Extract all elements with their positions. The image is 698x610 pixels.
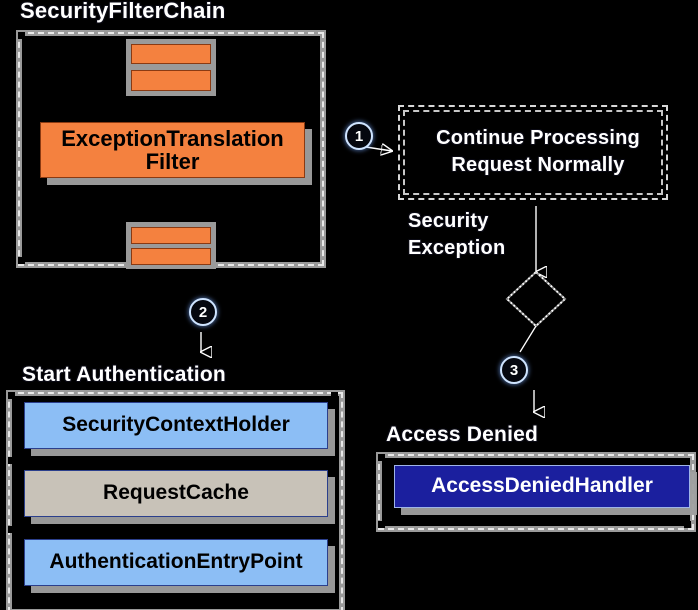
selection-handle-sa-bb[interactable]: [331, 596, 338, 603]
filter-stub-bottom-2[interactable]: [131, 248, 211, 265]
edge-label-security-exception: Security Exception: [408, 210, 506, 259]
node-security-context-holder[interactable]: SecurityContextHolder: [24, 402, 328, 449]
step-2-label: 2: [198, 303, 208, 321]
selection-handle-ad-br[interactable]: [684, 521, 691, 528]
group-label-security-filter-chain: SecurityFilterChain: [20, 0, 226, 23]
group-label-start-authentication: Start Authentication: [22, 363, 226, 386]
label-continue-processing: Continue Processing Request Normally: [436, 127, 640, 176]
connector-step1-to-continue: [365, 147, 392, 151]
selection-handle-sa-mr[interactable]: [324, 457, 331, 464]
selection-handle-sfc-tl[interactable]: [18, 32, 25, 39]
node-exception-translation-filter[interactable]: ExceptionTranslation Filter: [40, 122, 305, 178]
selection-handle-sa-tl[interactable]: [8, 392, 15, 399]
node-label-exception-translation-filter: ExceptionTranslation Filter: [61, 125, 284, 174]
node-authentication-entry-point[interactable]: AuthenticationEntryPoint: [24, 539, 328, 586]
connector-decision-to-step3: [519, 325, 537, 353]
selection-handle-sa-bl[interactable]: [8, 526, 15, 533]
selection-handle-sa-tr[interactable]: [331, 392, 338, 399]
filter-stub-top-2[interactable]: [131, 70, 211, 91]
node-label-security-context-holder: SecurityContextHolder: [62, 413, 290, 437]
filter-stub-top-1[interactable]: [131, 44, 211, 64]
step-2-badge: 2: [189, 298, 217, 326]
node-label-access-denied-handler: AccessDeniedHandler: [431, 474, 653, 498]
node-access-denied-handler[interactable]: AccessDeniedHandler: [394, 465, 690, 508]
node-label-authentication-entry-point: AuthenticationEntryPoint: [49, 550, 303, 574]
step-3-badge: 3: [500, 356, 528, 384]
step-1-label: 1: [354, 127, 364, 145]
node-request-cache[interactable]: RequestCache: [24, 470, 328, 517]
group-label-access-denied: Access Denied: [386, 423, 539, 446]
step-3-label: 3: [509, 361, 519, 379]
selection-handle-ad-bl[interactable]: [378, 521, 385, 528]
filter-stub-bottom-1[interactable]: [131, 227, 211, 244]
security-exception-decision: [505, 270, 567, 328]
step-1-badge: 1: [345, 122, 373, 150]
selection-handle-ad-tl[interactable]: [378, 454, 385, 461]
selection-handle-sa-br[interactable]: [324, 526, 331, 533]
selection-handle-sfc-bl[interactable]: [18, 257, 25, 264]
box-continue-processing[interactable]: [398, 105, 668, 200]
selection-handle-sa-ml[interactable]: [8, 457, 15, 464]
node-label-request-cache: RequestCache: [103, 481, 249, 505]
